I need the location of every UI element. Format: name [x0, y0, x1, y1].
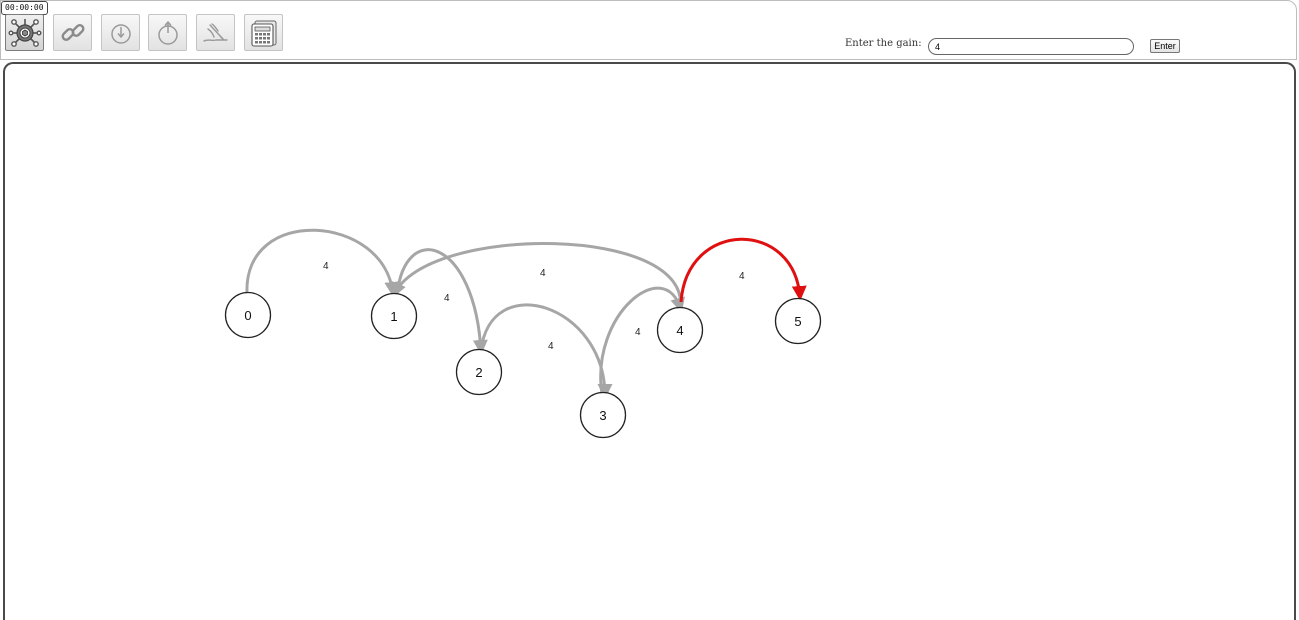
calculator-icon [249, 18, 279, 48]
draw-tool-button[interactable] [196, 14, 235, 51]
hand-draw-icon [200, 19, 232, 47]
graph-node-3[interactable]: 3 [579, 391, 627, 439]
enter-button[interactable]: Enter [1150, 39, 1180, 53]
graph-node-1[interactable]: 1 [370, 292, 418, 340]
edge-gain-label: 4 [323, 261, 329, 272]
edge-gain-label: 4 [635, 327, 641, 338]
edge-2-3[interactable] [479, 303, 613, 399]
edge-4-5[interactable] [679, 237, 807, 303]
power-down-tool-button[interactable] [101, 14, 140, 51]
gain-label: Enter the gain: [845, 38, 922, 49]
power-up-tool-button[interactable] [148, 14, 187, 51]
gain-input[interactable] [928, 38, 1134, 55]
graph-tool-button[interactable] [5, 14, 44, 51]
power-up-icon [154, 19, 182, 47]
link-icon [58, 18, 88, 48]
node-label: 5 [794, 314, 801, 329]
edge-gain-label: 4 [739, 271, 745, 282]
edge-gain-label: 4 [444, 293, 450, 304]
edge-1-2[interactable] [395, 248, 488, 355]
edge-0-1[interactable] [245, 228, 400, 297]
signal-flow-graph: 4 4 4 4 4 4 0 1 2 3 4 5 [224, 228, 822, 439]
edge-4-1[interactable] [391, 241, 682, 311]
edge-3-4[interactable] [599, 286, 685, 395]
graph-node-5[interactable]: 5 [774, 297, 822, 345]
graph-node-4[interactable]: 4 [656, 306, 704, 354]
graph-node-0[interactable]: 0 [224, 291, 272, 339]
edge-gain-label: 4 [548, 341, 554, 352]
timer-display: 00:00:00 [1, 1, 48, 15]
node-label: 1 [390, 309, 397, 324]
node-label: 0 [244, 308, 251, 323]
node-label: 3 [599, 408, 606, 423]
node-label: 2 [475, 365, 482, 380]
node-label: 4 [676, 323, 683, 338]
graph-node-2[interactable]: 2 [455, 348, 503, 396]
link-tool-button[interactable] [53, 14, 92, 51]
calculator-tool-button[interactable] [244, 14, 283, 51]
power-down-icon [107, 19, 135, 47]
graph-canvas[interactable]: 4 4 4 4 4 4 0 1 2 3 4 5 [3, 62, 1296, 620]
edge-gain-label: 4 [540, 268, 546, 279]
graph-nodes-icon [8, 17, 42, 49]
